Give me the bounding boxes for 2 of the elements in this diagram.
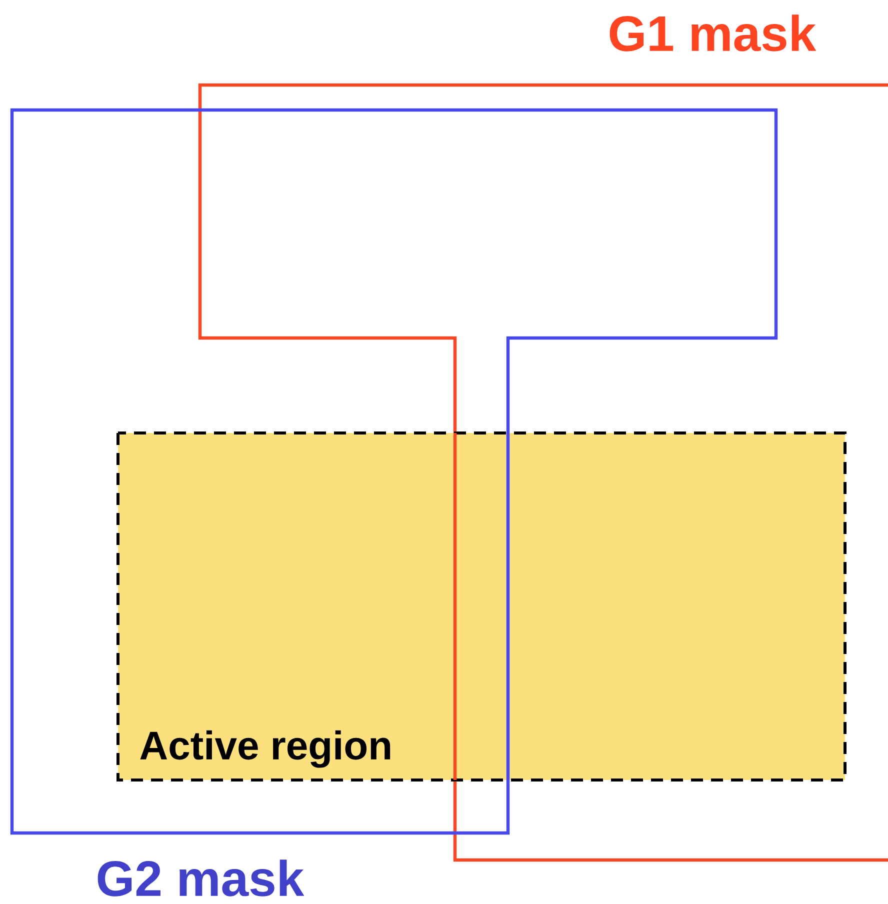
region-box: Active region <box>116 432 847 782</box>
node-label: G2 mask <box>98 860 304 896</box>
